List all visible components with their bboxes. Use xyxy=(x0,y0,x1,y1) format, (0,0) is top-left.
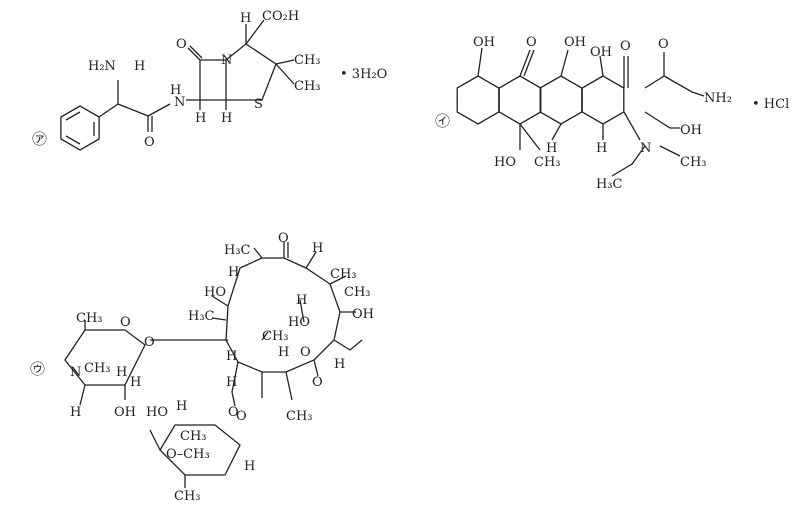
label: OH xyxy=(473,35,495,50)
label: H xyxy=(130,375,141,390)
label: HO xyxy=(146,405,168,420)
label: O xyxy=(228,405,239,420)
label: OH xyxy=(352,307,374,322)
label: O xyxy=(278,231,289,246)
label: OH xyxy=(564,35,586,50)
label: CH₃ xyxy=(680,155,707,170)
label: H xyxy=(226,375,237,390)
label: NH₂ xyxy=(704,91,732,106)
label: CH₃ xyxy=(534,155,561,170)
label: CH₃ xyxy=(294,79,321,94)
label: H₃C xyxy=(596,177,623,192)
label: H₂N xyxy=(88,59,116,74)
label: H xyxy=(228,265,239,280)
ring-a xyxy=(581,75,625,125)
label: HO xyxy=(288,315,310,330)
label: H xyxy=(226,349,237,364)
molecule-b-tetracycline: ㋑ OH O OH OH O O NH₂ • HCl OH HO CH₃ H H… xyxy=(435,35,789,192)
label: O xyxy=(144,335,155,350)
label: H₃C xyxy=(188,309,215,324)
label: HO xyxy=(494,155,516,170)
label: CH₃ xyxy=(76,311,103,326)
label: O xyxy=(176,37,187,52)
label: O xyxy=(300,345,311,360)
molecule-c-erythromycin: ㋒ H₃C O H CH₃ H HO H₃C H CH₃ HO OH CH₃ H… xyxy=(30,231,374,504)
label: H xyxy=(278,345,289,360)
label: H xyxy=(170,83,181,98)
label: H xyxy=(116,365,127,380)
label: O xyxy=(236,409,247,424)
label: H xyxy=(244,459,255,474)
label: OH xyxy=(114,405,136,420)
label: N xyxy=(70,365,81,380)
label: O xyxy=(620,39,631,54)
label: O xyxy=(658,37,669,52)
label: CH₃ xyxy=(330,267,357,282)
label: H xyxy=(334,357,345,372)
label: O xyxy=(144,135,155,150)
label: CH₃ xyxy=(174,489,201,504)
label: CH₃ xyxy=(286,409,313,424)
label: H xyxy=(312,241,323,256)
label: H xyxy=(195,111,206,126)
label: OH xyxy=(590,45,612,60)
label: CH₃ xyxy=(294,53,321,68)
label: O–CH₃ xyxy=(166,447,210,462)
label: CH₃ xyxy=(262,329,289,344)
salt-label: • HCl xyxy=(752,97,789,112)
ring-b xyxy=(539,75,583,125)
label: H xyxy=(240,11,251,26)
molecule-a-bonds xyxy=(65,19,295,145)
label: OH xyxy=(680,123,702,138)
label: H xyxy=(176,399,187,414)
label: N xyxy=(174,95,185,110)
label: HO xyxy=(204,285,226,300)
label: S xyxy=(254,97,263,112)
molecule-b-bonds xyxy=(477,47,705,177)
label: H xyxy=(546,141,557,156)
label: H xyxy=(221,111,232,126)
label: H xyxy=(70,405,81,420)
label: H xyxy=(134,59,145,74)
label: CO₂H xyxy=(262,9,299,24)
hydrate-label: • 3H₂O xyxy=(340,67,387,82)
label: CH₃ xyxy=(180,429,207,444)
marker-c: ㋒ xyxy=(30,360,45,378)
ring-c xyxy=(498,75,542,125)
label: O xyxy=(526,35,537,50)
label: H xyxy=(296,293,307,308)
label: N xyxy=(640,141,651,156)
marker-b: ㋑ xyxy=(435,112,450,130)
molecule-c-bonds xyxy=(64,242,363,488)
label: O xyxy=(312,375,323,390)
ring-d xyxy=(456,75,500,125)
label: CH₃ xyxy=(344,285,371,300)
label: H xyxy=(596,141,607,156)
label: N xyxy=(221,53,232,68)
molecule-a-ampicillin: ㋐ H₂N H O H N O N H CO₂H CH₃ CH₃ S H H •… xyxy=(32,9,387,150)
label: H₃C xyxy=(224,243,251,258)
label: O xyxy=(120,315,131,330)
label: CH₃ xyxy=(84,361,111,376)
marker-a: ㋐ xyxy=(32,130,47,148)
